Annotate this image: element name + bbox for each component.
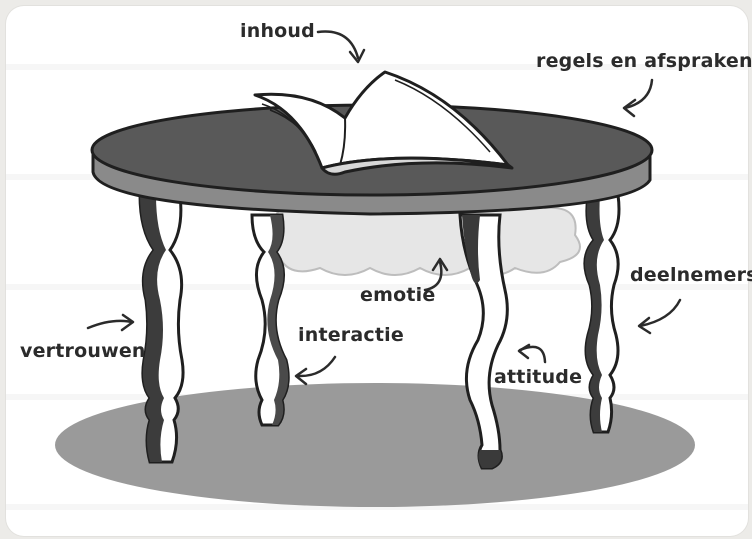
label-interactie: interactie: [298, 326, 404, 345]
label-emotie: emotie: [360, 286, 435, 305]
label-regels-en-afspraken: regels en afspraken: [536, 52, 752, 71]
arrow-regels: [624, 80, 652, 116]
label-attitude: attitude: [494, 368, 582, 387]
label-deelnemers: deelnemers: [630, 266, 752, 285]
arrow-vertrouwen: [88, 315, 133, 330]
arrow-interactie: [296, 357, 335, 384]
arrow-inhoud: [318, 32, 364, 62]
label-vertrouwen: vertrouwen: [20, 342, 146, 361]
arrow-attitude: [519, 345, 545, 362]
arrow-deelnemers: [639, 300, 680, 333]
label-inhoud: inhoud: [240, 22, 315, 41]
